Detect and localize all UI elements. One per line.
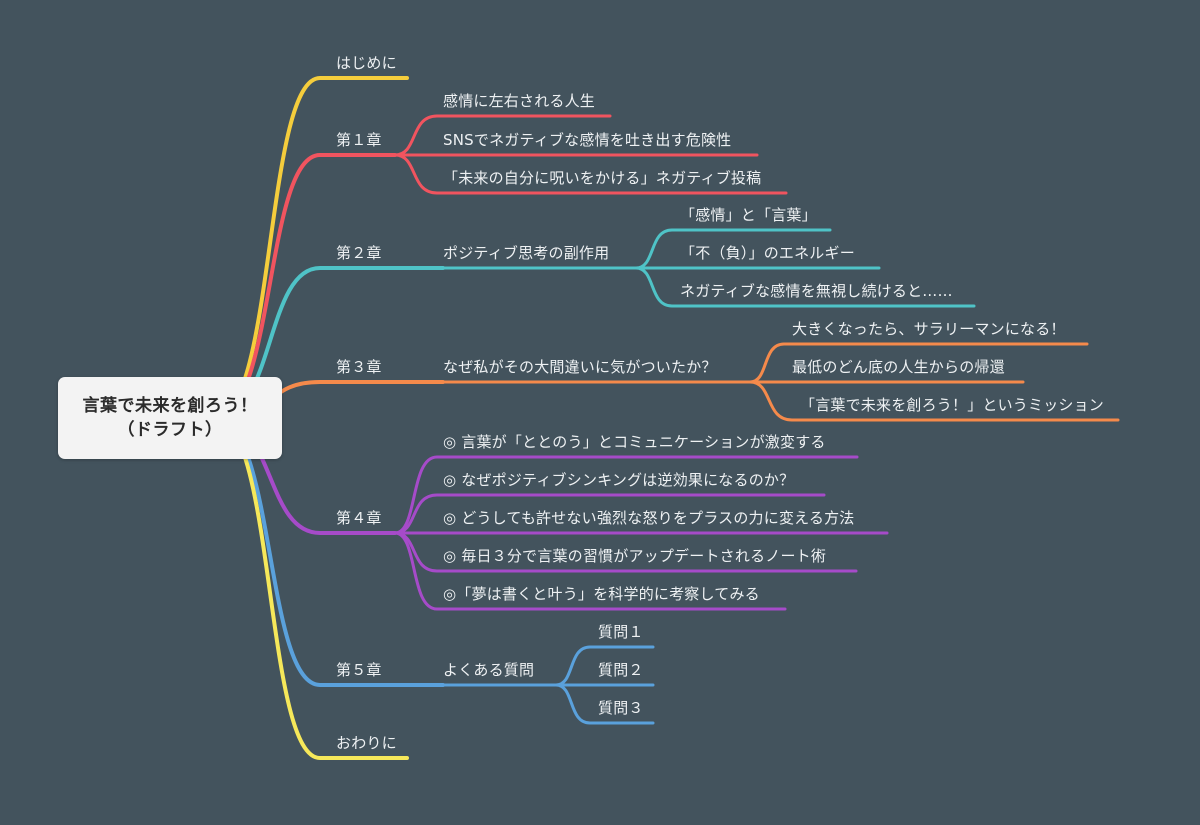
subtopic-ch2-0-2[interactable]: ネガティブな感情を無視し続けると……	[680, 282, 953, 300]
edge-ch2-0-0	[634, 228, 832, 270]
edge-ch4-0	[393, 455, 859, 535]
topic-ch5-0[interactable]: よくある質問	[443, 661, 535, 679]
subtopic-ch5-0-1[interactable]: 質問２	[598, 661, 644, 679]
root-title: 言葉で未来を創ろう！	[82, 396, 258, 416]
edge-ch5-0-2	[554, 683, 655, 725]
topic-ch1-0[interactable]: 感情に左右される人生	[443, 92, 596, 110]
topic-ch4-4[interactable]: ◎「夢は書くと叶う」を科学的に考察してみる	[443, 585, 760, 603]
branch-label-ch5[interactable]: 第５章	[336, 661, 382, 679]
branch-label-ch2[interactable]: 第２章	[336, 244, 382, 262]
subtopic-ch2-0-0[interactable]: 「感情」と「言葉」	[680, 206, 817, 224]
branch-label-outro[interactable]: おわりに	[336, 734, 397, 752]
edge-ch3-0-2	[748, 380, 1120, 422]
topic-ch3-0[interactable]: なぜ私がその大間違いに気がついたか？	[443, 358, 717, 376]
topic-ch4-3[interactable]: ◎ 毎日３分で言葉の習慣がアップデートされるノート術	[443, 547, 827, 565]
subtopic-ch5-0-0[interactable]: 質問１	[598, 623, 644, 641]
edge-ch2-0-2	[634, 266, 976, 308]
topic-ch4-2[interactable]: ◎ どうしても許せない強烈な怒りをプラスの力に変える方法	[443, 509, 855, 527]
root-node[interactable]: 言葉で未来を創ろう！ （ドラフト）	[58, 377, 282, 459]
edge-ch4-4	[393, 531, 787, 611]
edge-ch1-0	[393, 114, 612, 157]
topic-ch4-0[interactable]: ◎ 言葉が「ととのう」とコミュニケーションが激変する	[443, 433, 826, 451]
root-subtitle: （ドラフト）	[117, 420, 223, 440]
subtopic-ch3-0-0[interactable]: 大きくなったら、サラリーマンになる！	[792, 320, 1066, 338]
topic-ch2-0[interactable]: ポジティブ思考の副作用	[443, 244, 610, 262]
subtopic-ch3-0-2[interactable]: 「言葉で未来を創ろう！」というミッション	[800, 396, 1105, 414]
subtopic-ch5-0-2[interactable]: 質問３	[598, 699, 644, 717]
edge-ch4-1	[393, 493, 826, 535]
subtopic-ch2-0-1[interactable]: 「不（負）」のエネルギー	[680, 244, 855, 262]
branch-label-ch3[interactable]: 第３章	[336, 358, 382, 376]
topic-ch4-1[interactable]: ◎ なぜポジティブシンキングは逆効果になるのか？	[443, 471, 795, 489]
edge-ch1-2	[393, 153, 788, 195]
topic-ch1-1[interactable]: SNSでネガティブな感情を吐き出す危険性	[443, 131, 732, 149]
branch-label-intro[interactable]: はじめに	[336, 54, 397, 72]
branch-label-ch1[interactable]: 第１章	[336, 131, 382, 149]
subtopic-ch3-0-1[interactable]: 最低のどん底の人生からの帰還	[792, 358, 1005, 376]
topic-ch1-2[interactable]: 「未来の自分に呪いをかける」ネガティブ投稿	[443, 169, 762, 187]
branch-label-ch4[interactable]: 第４章	[336, 509, 382, 527]
